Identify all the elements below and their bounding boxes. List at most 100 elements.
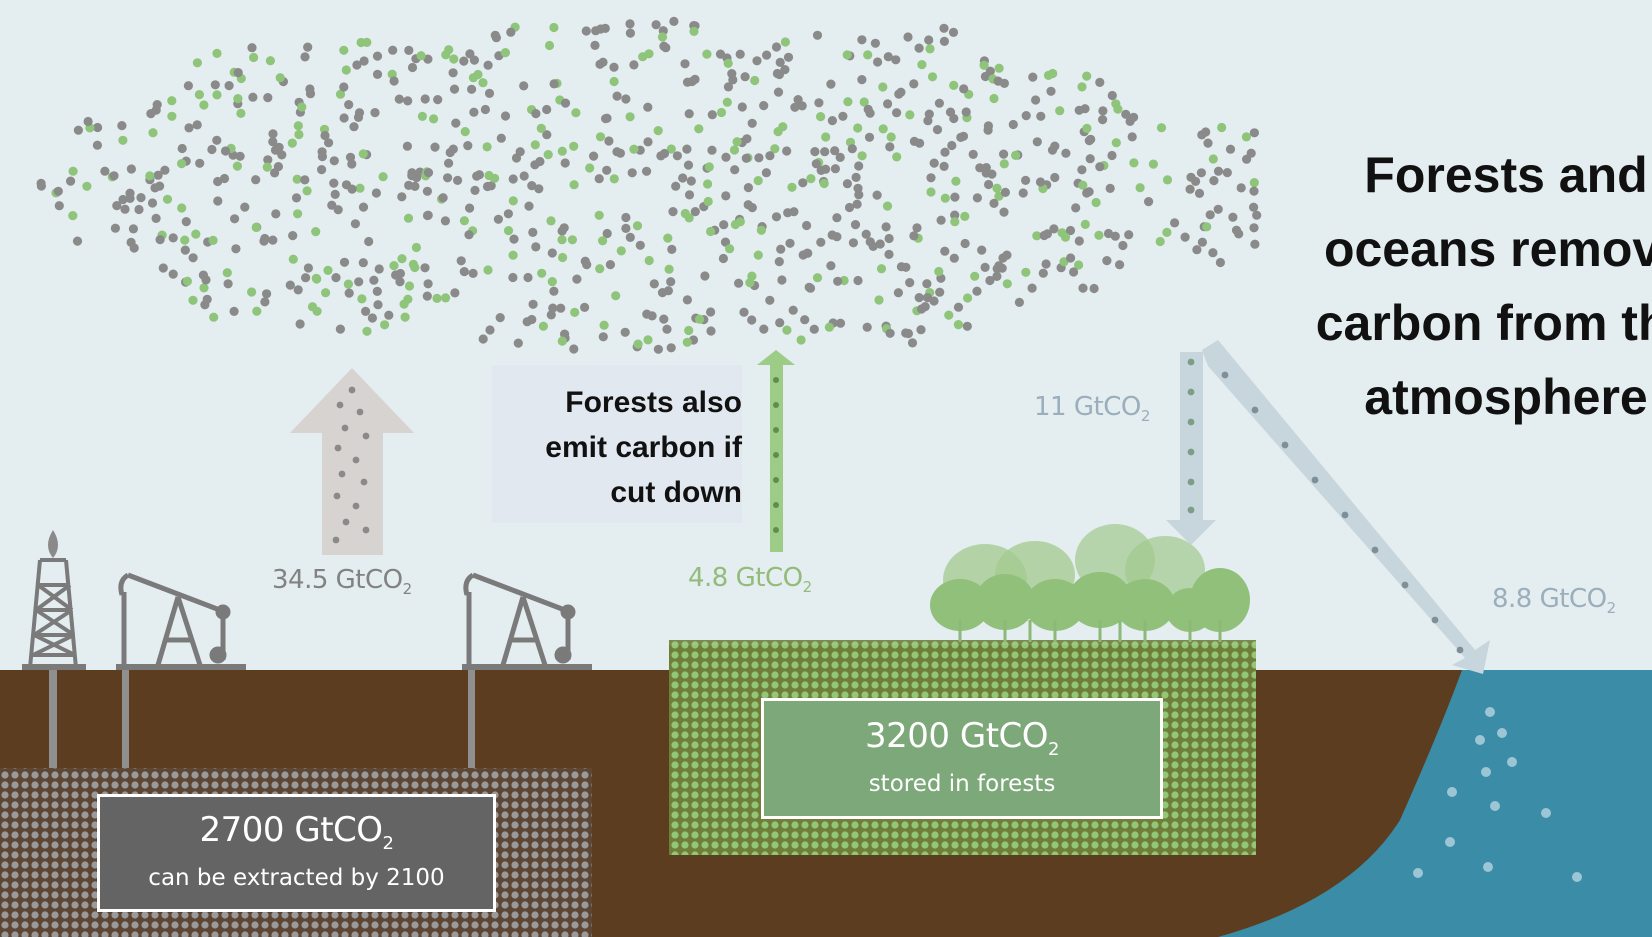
carbon-dot <box>317 165 327 175</box>
carbon-dot <box>934 98 945 108</box>
carbon-dot <box>802 220 812 231</box>
carbon-dot <box>721 191 731 201</box>
carbon-dot <box>1231 225 1242 235</box>
carbon-dot <box>155 181 165 191</box>
carbon-dot <box>456 256 466 266</box>
carbon-dot <box>1162 175 1173 185</box>
carbon-dot <box>917 304 927 314</box>
carbon-dot <box>649 279 659 289</box>
carbon-dot <box>212 48 222 59</box>
carbon-dot <box>82 181 92 191</box>
carbon-dot <box>463 141 473 151</box>
carbon-dot <box>53 186 63 196</box>
forest-emission-label: 4.8 GtCO2 <box>688 563 812 596</box>
carbon-dot <box>789 207 799 217</box>
carbon-dot <box>653 126 663 136</box>
carbon-dot <box>936 215 946 225</box>
carbon-dot <box>54 201 64 211</box>
carbon-dot <box>775 57 785 67</box>
carbon-dot <box>303 263 313 273</box>
carbon-dot <box>213 196 223 206</box>
carbon-dot <box>780 37 791 47</box>
carbon-dot <box>251 222 261 232</box>
carbon-dot <box>959 84 969 94</box>
carbon-dot <box>358 149 368 159</box>
headline-line: carbon from the <box>1315 295 1652 351</box>
carbon-dot <box>992 183 1002 193</box>
carbon-dot <box>684 190 695 200</box>
carbon-dot <box>293 121 303 131</box>
carbon-dot <box>100 166 110 176</box>
carbon-dot <box>423 279 433 289</box>
carbon-dot <box>924 35 934 45</box>
carbon-dot <box>370 108 380 118</box>
carbon-dot <box>1105 183 1115 193</box>
carbon-dot <box>719 220 729 230</box>
carbon-dot <box>669 16 679 26</box>
carbon-dot <box>362 326 372 336</box>
carbon-dot <box>1124 230 1134 240</box>
carbon-dot <box>642 309 652 319</box>
carbon-dot <box>515 147 525 157</box>
carbon-dot <box>201 275 211 285</box>
carbon-dot <box>288 231 298 241</box>
carbon-dot <box>444 158 454 168</box>
carbon-dot <box>1135 183 1145 193</box>
fossil-store-caption: can be extracted by 2100 <box>148 865 445 891</box>
carbon-dot <box>625 28 636 38</box>
carbon-dot <box>443 173 453 183</box>
carbon-dot <box>403 96 413 106</box>
carbon-dot <box>1011 150 1021 160</box>
carbon-dot <box>1162 227 1172 237</box>
carbon-dot <box>1018 188 1028 198</box>
carbon-dot <box>725 244 735 254</box>
carbon-dot <box>404 45 414 56</box>
carbon-dot <box>776 244 786 254</box>
carbon-dot <box>683 160 694 170</box>
carbon-dot <box>519 81 529 91</box>
carbon-dot <box>557 235 567 245</box>
carbon-dot <box>1192 245 1202 255</box>
carbon-dot <box>932 125 943 135</box>
carbon-dot <box>323 265 333 275</box>
carbon-dot <box>542 130 552 140</box>
carbon-dot <box>199 100 209 110</box>
carbon-dot <box>830 146 840 156</box>
carbon-dot <box>155 235 165 245</box>
carbon-dot <box>145 171 155 181</box>
carbon-dot <box>1021 267 1031 277</box>
carbon-dot <box>842 179 853 189</box>
carbon-dot <box>861 229 871 239</box>
carbon-dot <box>814 98 824 108</box>
carbon-dot <box>635 240 645 250</box>
carbon-dot <box>1002 250 1012 260</box>
carbon-dot <box>473 69 483 80</box>
carbon-dot <box>183 81 193 91</box>
carbon-dot <box>981 168 991 178</box>
carbon-dot <box>1035 177 1046 187</box>
carbon-dot <box>621 94 631 104</box>
carbon-dot <box>395 277 405 287</box>
carbon-dot <box>404 281 415 291</box>
carbon-dot <box>793 95 803 105</box>
ocean-absorption-arrow <box>1202 340 1490 674</box>
carbon-dot <box>333 205 343 215</box>
carbon-dot <box>1082 71 1092 81</box>
atmospheric-carbon-cloud <box>36 16 1262 354</box>
carbon-dot <box>546 216 556 226</box>
carbon-dot <box>704 162 714 172</box>
carbon-dot <box>490 173 500 183</box>
forest-trees-icon <box>930 524 1250 642</box>
carbon-dot <box>344 288 354 298</box>
carbon-dot <box>231 244 241 254</box>
fossil-emission-arrow <box>290 368 414 555</box>
carbon-dot <box>740 72 750 82</box>
carbon-dot <box>625 232 635 242</box>
carbon-dot <box>883 99 893 109</box>
carbon-dot <box>842 50 852 60</box>
carbon-dot <box>222 268 232 278</box>
carbon-dot <box>184 123 194 133</box>
carbon-dot <box>120 204 130 214</box>
carbon-dot <box>844 202 855 213</box>
carbon-dot <box>853 183 863 193</box>
